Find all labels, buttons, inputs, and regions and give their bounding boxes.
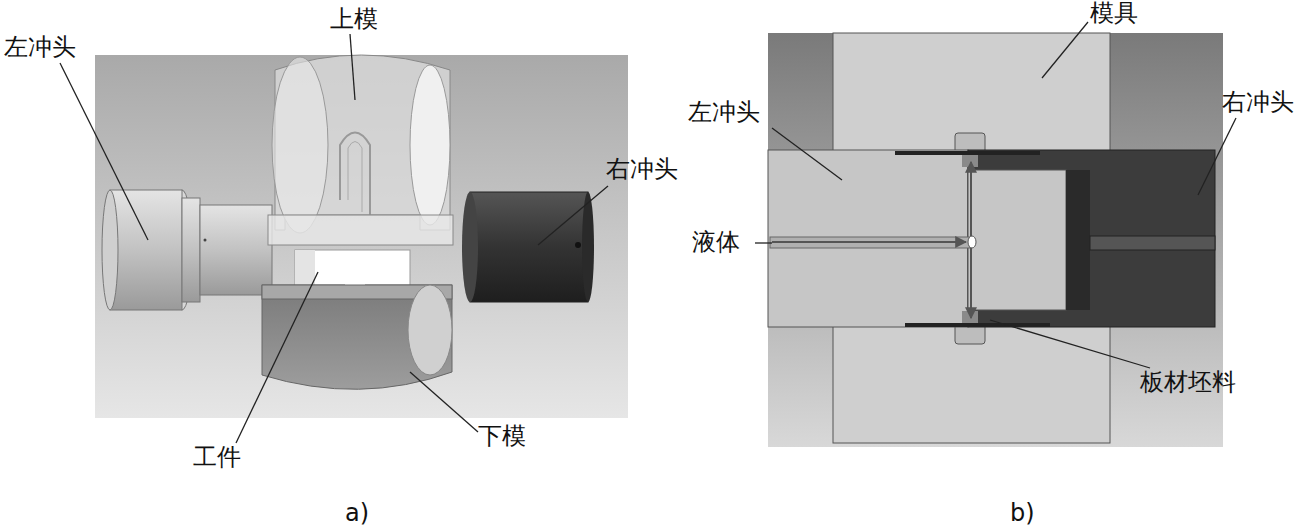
- panel-label: a): [345, 500, 369, 526]
- part-label: 下模: [478, 423, 526, 449]
- part-label: 上模: [330, 6, 378, 32]
- part-label: 左冲头: [688, 99, 760, 125]
- part-label: 右冲头: [1222, 89, 1294, 115]
- panel-a: [95, 55, 628, 418]
- part-label: 工件: [193, 444, 241, 470]
- part-label: 板材坯料: [1140, 369, 1236, 395]
- part-label: 右冲头: [606, 156, 678, 182]
- leader-lines: [60, 22, 1236, 443]
- part-label: 模具: [1090, 0, 1138, 26]
- part-label: 液体: [692, 229, 740, 255]
- part-label: 左冲头: [4, 34, 76, 60]
- panel-label: b): [1010, 500, 1035, 526]
